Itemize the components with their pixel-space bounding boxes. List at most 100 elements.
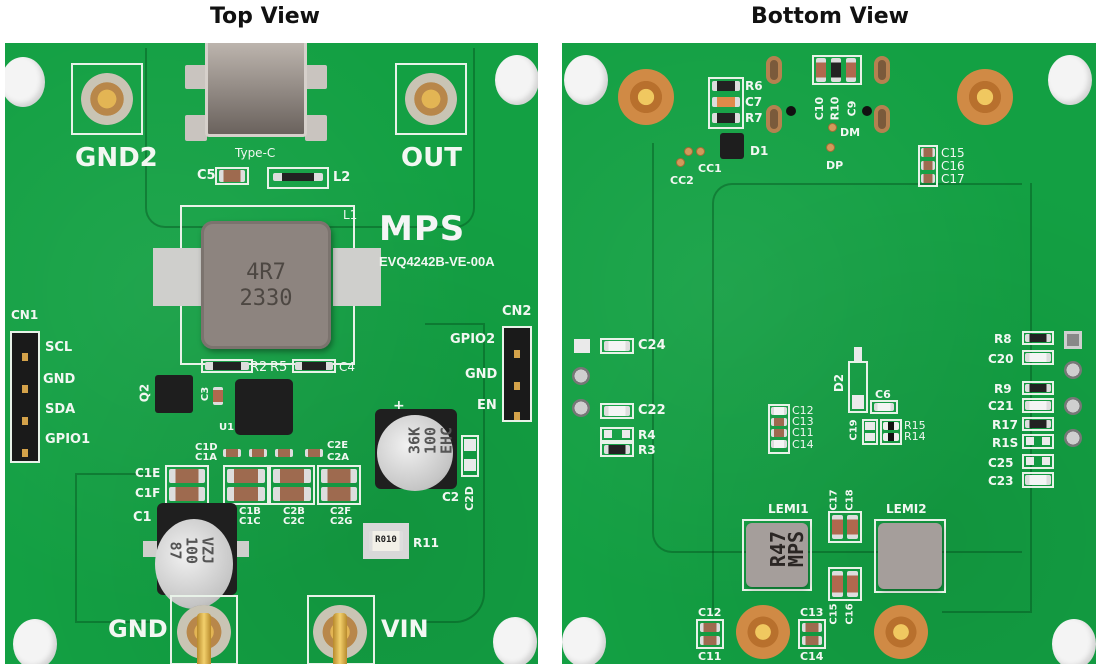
l1-marking-line1: 4R7 <box>246 260 286 285</box>
capacitor-c1c <box>227 487 265 501</box>
resistor-r2 <box>205 362 249 370</box>
cc2-label: CC2 <box>670 174 694 187</box>
out-label: OUT <box>401 143 462 173</box>
c6-label: C6 <box>875 388 891 401</box>
c19-pad <box>865 433 875 441</box>
r10-label: R10 <box>828 96 842 121</box>
r17-outline <box>1022 417 1054 431</box>
header-pin-solder <box>1064 361 1082 379</box>
r4-pad <box>604 430 612 438</box>
capacitor-c14-bottom <box>802 636 822 645</box>
c6-outline <box>870 400 898 414</box>
square-pad <box>574 339 590 353</box>
gnd2-terminal[interactable] <box>81 73 133 125</box>
cn1-pin-gpio1[interactable] <box>22 449 28 457</box>
cn1-pin-scl[interactable] <box>22 353 28 361</box>
d2-label: D2 <box>832 373 847 393</box>
c2-label: C2 <box>442 490 460 504</box>
capacitor-c2f <box>321 469 357 483</box>
vin-terminal-pin <box>333 613 347 664</box>
r2-label: R2 <box>250 360 268 375</box>
test-point-cc1[interactable] <box>684 147 693 156</box>
c2b-label: C2B <box>283 506 305 517</box>
c17-label: C17 <box>941 172 965 186</box>
out-terminal-outline <box>395 63 467 135</box>
test-point-cc2[interactable] <box>676 158 685 167</box>
d1-label: D1 <box>750 144 769 158</box>
c2f-label: C2F <box>330 506 352 517</box>
inductor-l1 <box>201 221 331 349</box>
r11-marking: R010 <box>375 535 397 545</box>
mps-logo: MPS <box>379 209 466 249</box>
c15-c16-outline <box>828 567 862 601</box>
c16-label: C16 <box>941 159 965 173</box>
cn1-header[interactable] <box>10 331 40 463</box>
usb-type-c-connector[interactable] <box>205 43 307 137</box>
c10-label: C10 <box>813 96 827 121</box>
inductor-lemi1 <box>746 523 808 587</box>
vin-terminal-solder-pad <box>874 605 928 659</box>
cn2-pin-gnd[interactable] <box>514 382 520 390</box>
cn2-pin-gpio2[interactable] <box>514 350 520 358</box>
r4-outline <box>600 427 634 442</box>
capacitor-c15-bottom <box>832 571 843 597</box>
l1-pad-left <box>153 248 201 306</box>
r15-label: R15 <box>904 419 926 432</box>
c2d-outline <box>461 435 479 477</box>
capacitor-c3 <box>213 387 223 405</box>
mounting-hole <box>564 55 608 105</box>
capacitor-c11 <box>771 429 787 437</box>
out-terminal[interactable] <box>405 73 457 125</box>
c19-label: C19 <box>848 419 860 441</box>
usb-shield-pad <box>766 105 782 133</box>
electrolytic-capacitor-c1 <box>155 519 233 609</box>
capacitor-c13-bottom <box>802 623 822 632</box>
via <box>862 106 872 116</box>
capacitor-c5 <box>219 170 245 182</box>
pcb-top-view: GND2 OUT Type-C C5 L2 L1 4R7 2330 MPS EV… <box>5 43 538 664</box>
r5-label: R5 <box>270 360 288 375</box>
c11-bottom-label: C11 <box>698 650 722 663</box>
c13-c14-outline <box>798 619 826 649</box>
test-point-dm[interactable] <box>828 123 837 132</box>
usb-shield-pad <box>766 56 782 84</box>
c25-pad <box>1042 457 1050 465</box>
c2d-pad <box>464 439 476 451</box>
c15-label: C15 <box>941 146 965 160</box>
c2g-label: C2G <box>330 516 353 527</box>
c1a-label: C1A <box>195 452 218 463</box>
r6-c7-r7-outline <box>708 77 744 129</box>
cn2-pin-en[interactable] <box>514 412 520 420</box>
cn2-header[interactable] <box>502 326 532 422</box>
cn1-pin-sda[interactable] <box>22 417 28 425</box>
c23-outline <box>1022 472 1054 488</box>
c25-label: C25 <box>988 456 1014 470</box>
cn1-label: CN1 <box>11 308 39 322</box>
capacitor-c17 <box>921 174 935 183</box>
lemi1-outline <box>742 519 812 591</box>
cn1-pin-gnd[interactable] <box>22 385 28 393</box>
c1f-label: C1F <box>135 486 161 500</box>
lemi1-marking-2: MPS <box>784 530 808 568</box>
l1-label: L1 <box>343 208 358 222</box>
c1c-label: C1C <box>239 516 261 527</box>
capacitor-c17-bottom <box>832 515 843 539</box>
c12-c11-outline <box>696 619 724 649</box>
resistor-r3 <box>604 445 630 454</box>
capacitor-c18-bottom <box>847 515 858 539</box>
c1b-label: C1B <box>239 506 261 517</box>
c1b-c1c-outline <box>223 465 269 505</box>
c4-label: C4 <box>339 360 356 374</box>
capacitor-c2b <box>273 469 311 483</box>
c25-outline <box>1022 454 1054 469</box>
test-point-dp[interactable] <box>826 143 835 152</box>
capacitor-c2g <box>321 487 357 501</box>
u1-label: U1 <box>219 422 235 433</box>
terminal-solder-pad <box>957 69 1013 125</box>
c2-marking-3: EHC <box>437 426 456 455</box>
c1-marking-3: VZJ <box>198 536 217 565</box>
diode-array-d1 <box>720 133 744 159</box>
shunt-resistor-r11 <box>369 531 403 551</box>
resistor-r8 <box>1025 334 1051 342</box>
c1-marking-2: 100 <box>182 536 201 565</box>
